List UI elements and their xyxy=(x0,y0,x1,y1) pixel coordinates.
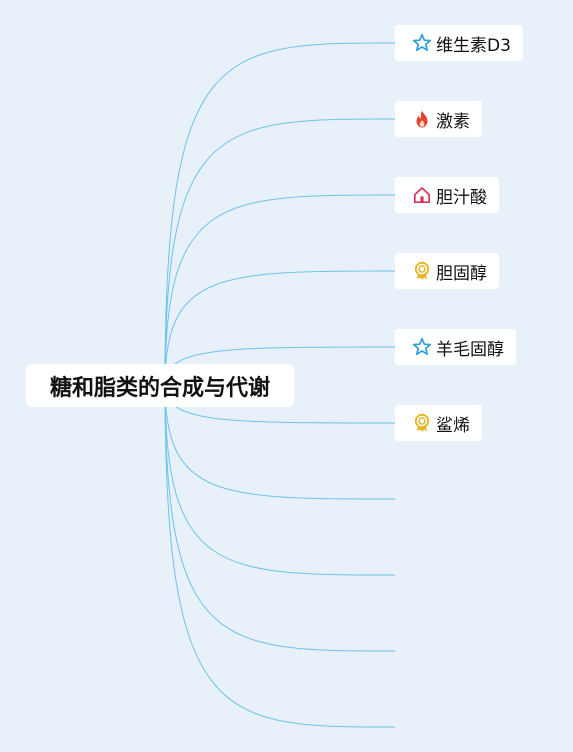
connector-line xyxy=(164,118,396,386)
root-node[interactable]: 糖和脂类的合成与代谢 xyxy=(26,364,294,407)
connector-line xyxy=(164,384,396,500)
child-node-bile-acid[interactable]: 胆汁酸 xyxy=(395,177,499,213)
connector-line xyxy=(164,270,396,386)
child-node-squalene[interactable]: 鲨烯 xyxy=(395,405,482,441)
award-medal-icon xyxy=(412,261,432,281)
child-node-label: 胆固醇 xyxy=(436,263,487,284)
child-node-label: 维生素D3 xyxy=(436,35,511,56)
connector-line xyxy=(164,384,396,728)
award-medal-icon xyxy=(412,413,432,433)
child-node-label: 激素 xyxy=(436,111,470,132)
child-node-hormone[interactable]: 激素 xyxy=(395,101,482,137)
connector-line xyxy=(164,42,396,386)
connector-line xyxy=(164,384,396,576)
child-node-label: 鲨烯 xyxy=(436,415,470,436)
connector-line xyxy=(164,194,396,386)
star-icon xyxy=(412,33,432,53)
connector-line xyxy=(164,384,396,652)
flame-icon xyxy=(412,109,432,129)
child-node-lanosterol[interactable]: 羊毛固醇 xyxy=(395,329,516,365)
child-node-label: 胆汁酸 xyxy=(436,187,487,208)
child-node-cholesterol[interactable]: 胆固醇 xyxy=(395,253,499,289)
root-node-label: 糖和脂类的合成与代谢 xyxy=(49,375,270,401)
child-node-vitamin-d3[interactable]: 维生素D3 xyxy=(395,25,523,61)
house-icon xyxy=(412,185,432,205)
star-icon xyxy=(412,337,432,357)
child-node-label: 羊毛固醇 xyxy=(436,339,504,360)
